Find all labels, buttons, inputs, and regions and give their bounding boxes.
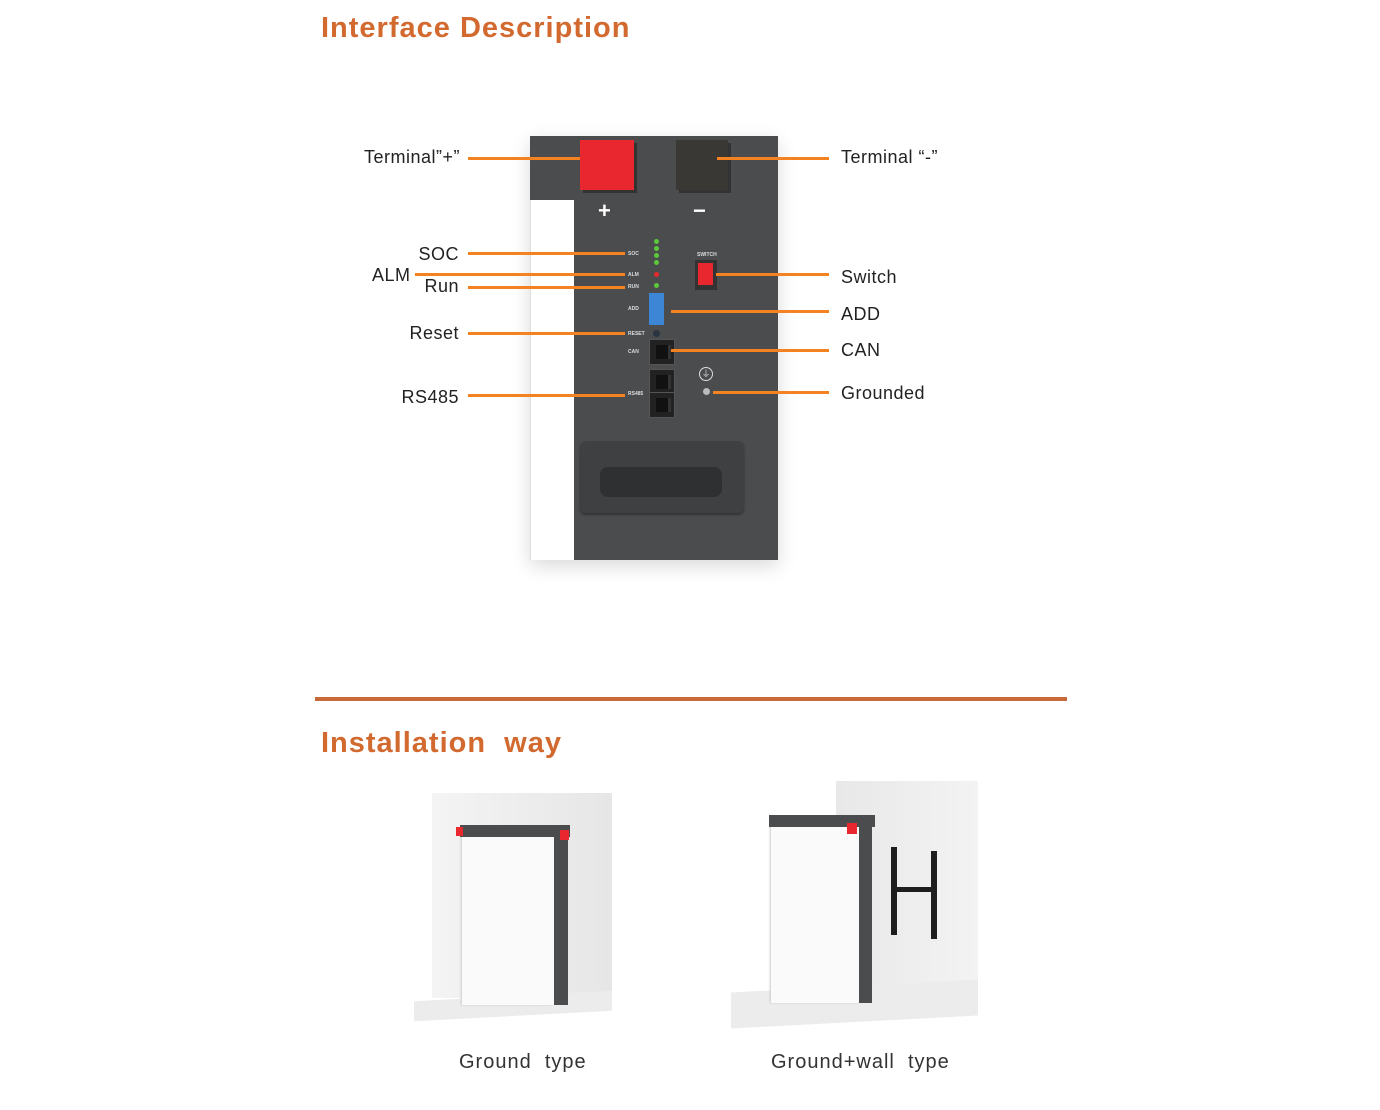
label-terminal-minus: Terminal “-”	[841, 147, 939, 167]
terminal-positive	[580, 140, 634, 190]
panel-label-reset: RESET	[628, 331, 645, 337]
battery-panel-image: + − SOC ALM RUN ADD RESET CAN RS485 SWIT…	[530, 136, 778, 560]
handle-icon	[580, 441, 744, 513]
add-dip-switch	[649, 293, 664, 325]
section-title-installation: Installation way	[321, 727, 562, 759]
minus-sign: −	[693, 198, 706, 223]
soc-led-icon	[654, 239, 659, 244]
side-white-strip	[530, 200, 574, 560]
soc-led-icon	[654, 253, 659, 258]
ground-screw-icon	[703, 388, 710, 395]
reset-button-icon	[653, 330, 660, 337]
section-title-interface: Interface Description	[321, 12, 631, 44]
label-run: Run	[424, 276, 459, 296]
rs485-port-icon	[649, 392, 675, 418]
label-alm: ALM	[372, 265, 411, 285]
run-led-icon	[654, 283, 659, 288]
caption-ground-type: Ground type	[459, 1051, 587, 1073]
caption-ground-wall-type: Ground+wall type	[771, 1051, 950, 1073]
panel-label-switch: SWITCH	[697, 252, 717, 258]
label-can: CAN	[841, 340, 881, 360]
ground-wall-type-image	[731, 781, 978, 1029]
soc-led-icon	[654, 260, 659, 265]
rs485-port-icon	[649, 369, 675, 395]
can-port-icon	[649, 339, 675, 365]
ground-type-image	[414, 793, 612, 1029]
label-terminal-plus: Terminal”+”	[363, 147, 460, 167]
label-grounded: Grounded	[841, 383, 926, 403]
label-switch: Switch	[841, 267, 898, 287]
panel-label-add: ADD	[628, 306, 639, 312]
panel-label-rs485: RS485	[628, 391, 644, 397]
panel-label-alm: ALM	[628, 272, 639, 278]
label-reset: Reset	[409, 323, 459, 343]
plus-sign: +	[598, 198, 611, 223]
label-rs485: RS485	[401, 387, 459, 407]
wall-bracket-icon	[891, 847, 939, 939]
terminal-negative	[676, 140, 728, 190]
ground-symbol-icon: ⏚	[699, 367, 713, 381]
soc-led-icon	[654, 246, 659, 251]
panel-label-run: RUN	[628, 284, 639, 290]
section-divider	[315, 697, 1067, 701]
label-soc: SOC	[418, 244, 459, 264]
switch-icon	[695, 260, 717, 290]
panel-label-can: CAN	[628, 349, 639, 355]
panel-label-soc: SOC	[628, 251, 639, 257]
alm-led-icon	[654, 272, 659, 277]
label-add: ADD	[841, 304, 881, 324]
